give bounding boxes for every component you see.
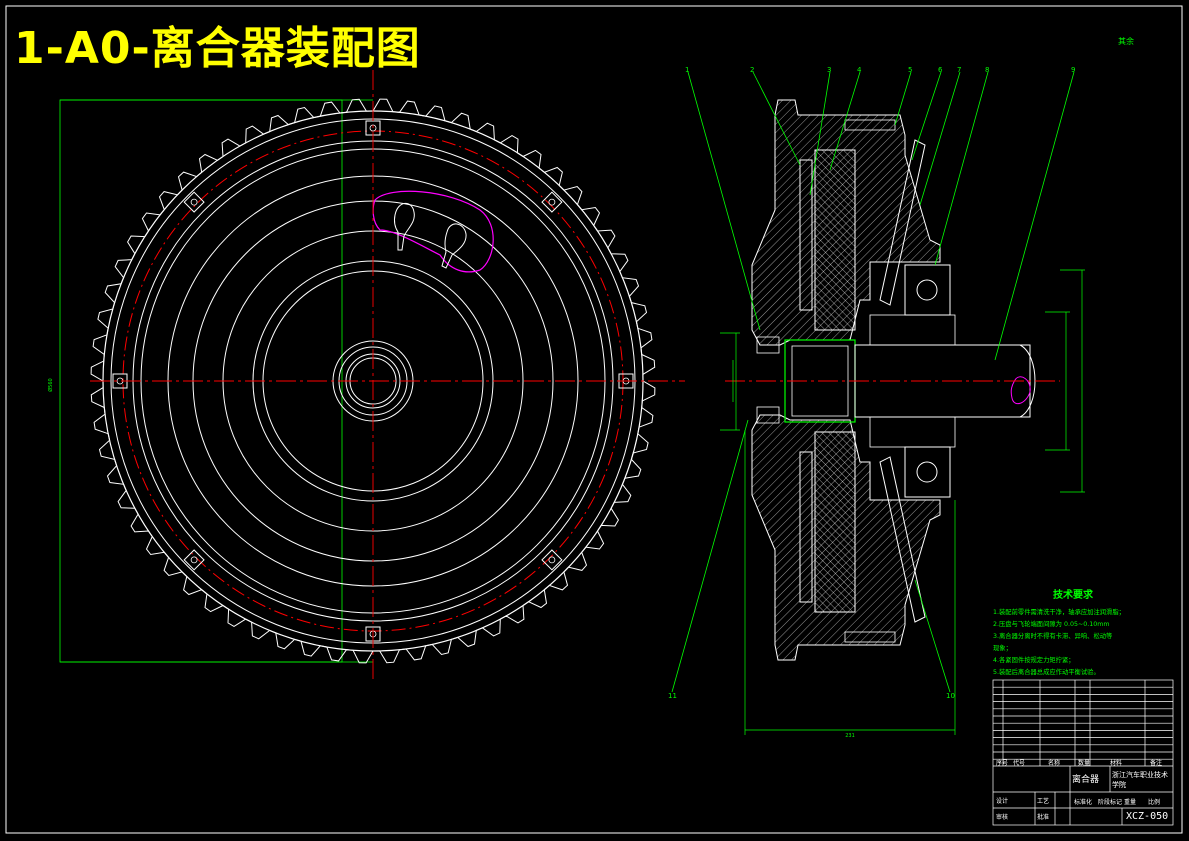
diaphragm-spring-lower [879, 456, 926, 623]
tech-req-item: 5.装配后离合器总成应作动平衡试验。 [993, 669, 1100, 676]
callout-number: 2 [750, 66, 755, 74]
drawing-frame [5, 5, 1183, 834]
tb-meta-stage: 阶段标记 [1098, 799, 1123, 806]
callout-number: 11 [668, 692, 677, 700]
bolt-hole-bore [190, 198, 198, 206]
tb-header-name: 名称 [1048, 760, 1061, 767]
svg-text:Ø560: Ø560 [47, 378, 54, 391]
tb-school: 浙江汽车职业技术学院 [1112, 771, 1168, 789]
surface-roughness-note: 其余 [1118, 37, 1134, 46]
technical-requirements: 技术要求 1.装配前零件需清洗干净，轴承应加注润滑脂； 2.压盘与飞轮端面间隙为… [993, 586, 1173, 679]
friction-disc-upper [799, 159, 813, 311]
tb-header-no: 序号 [996, 760, 1009, 767]
tb-header-material: 材料 [1110, 760, 1123, 767]
tb-part-name: 离合器 [1072, 775, 1100, 785]
svg-text:231: 231 [845, 733, 855, 739]
bolt-hole [183, 191, 205, 213]
tb-drawing-code: XCZ-050 [1126, 811, 1169, 822]
tb-meta-weight: 重量 [1124, 799, 1137, 806]
release-bearing-lower [904, 446, 951, 498]
tech-req-item: 2.压盘与飞轮端面间隙为 0.05~0.10mm [993, 621, 1110, 628]
bolt-hole [541, 549, 563, 571]
callout-number: 5 [908, 66, 913, 74]
callout-number: 8 [985, 66, 990, 74]
release-bearing-upper [904, 264, 951, 316]
tb-meta-scale: 比例 [1148, 799, 1161, 806]
callout-number: 1 [685, 66, 690, 74]
tb-meta-standard: 标准化 [1074, 799, 1093, 806]
section-view: 231 [671, 71, 1085, 739]
front-view: Ø560 [47, 70, 685, 680]
pressure-plate-upper [814, 149, 856, 331]
leader-lines [671, 71, 1075, 693]
shaft-break [1010, 376, 1031, 405]
tb-header-remark: 备注 [1150, 760, 1163, 767]
bolt-lower [844, 631, 896, 643]
friction-disc-lower [799, 451, 813, 603]
callout-number: 4 [857, 66, 862, 74]
spring-slot-2 [441, 223, 467, 269]
spring-slot-1 [393, 202, 415, 251]
bolt-hole-bore [190, 556, 198, 564]
tech-req-item: 4.各紧固件按规定力矩拧紧； [993, 657, 1075, 664]
tb-sign-review: 审核 [996, 814, 1009, 821]
callout-number: 7 [957, 66, 962, 74]
bolt-hole [183, 549, 205, 571]
tech-req-title: 技术要求 [1053, 590, 1093, 601]
spring-window [372, 190, 494, 273]
callout-number: 9 [1071, 66, 1076, 74]
bolt-hole-bore [548, 556, 556, 564]
tb-sign-design: 设计 [996, 798, 1009, 805]
callout-number: 10 [946, 692, 955, 700]
tb-header-code: 代号 [1013, 760, 1026, 767]
drawing-title: 1-A0-离合器装配图 [14, 23, 421, 74]
bolt-hole [541, 191, 563, 213]
tech-req-item: 3.离合器分离时不得有卡滞、异响、松动等 [993, 633, 1113, 640]
bolt-hole-bore [548, 198, 556, 206]
tech-req-item: 1.装配前零件需清洗干净，轴承应加注润滑脂； [993, 609, 1125, 616]
title-block [992, 679, 1174, 826]
tb-sign-process: 工艺 [1037, 798, 1050, 805]
callout-number: 6 [938, 66, 943, 74]
tb-header-qty: 数量 [1078, 760, 1091, 767]
tb-sign-approve: 批准 [1037, 814, 1050, 821]
diaphragm-spring-upper [879, 139, 926, 306]
callout-number: 3 [827, 66, 832, 74]
pressure-plate-lower [814, 431, 856, 613]
tech-req-item: 现象； [993, 645, 1012, 652]
